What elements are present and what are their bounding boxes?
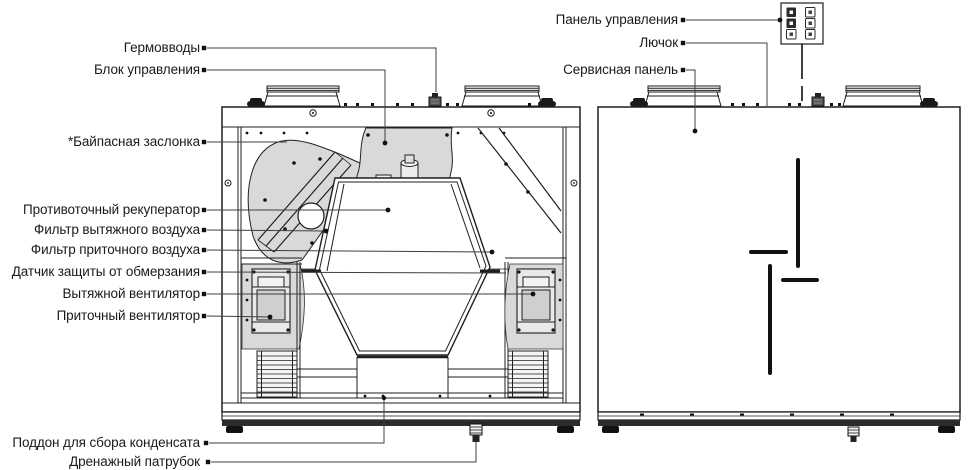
drain-pipe-drawing [469,423,483,442]
label-drain-pipe: Дренажный патрубок [69,454,200,469]
leader-lines [206,19,779,463]
cable-gland-drawing [428,93,442,107]
recuperator-hexagon [241,177,563,398]
right-unit-drain-fitting [847,426,860,442]
condensate-tray-drawing [222,392,580,404]
panel-latch-marks [749,158,819,375]
label-exhaust-fan: Вытяжной вентилятор [62,286,200,301]
panel-rivet-dots [245,131,506,135]
label-hatch: Лючок [639,35,678,50]
right-unit-base [597,411,961,433]
right-unit-front [597,85,961,442]
label-supply-air-filter: Фильтр приточного воздуха [30,242,200,257]
label-cable-glands: Гермовводы [123,40,200,55]
exhaust-fan-drawing [504,257,566,398]
leader-target-dots [267,17,783,401]
label-service-panel: Сервисная панель [563,62,678,77]
label-counterflow-recuperator: Противоточный рекуператор [22,202,200,217]
label-condensate-tray: Поддон для сбора конденсата [12,435,200,450]
service-panel-face [597,106,961,413]
supply-channel-drawing [477,127,562,234]
supply-fan-drawing [241,257,305,398]
label-control-panel: Панель управления [555,12,678,27]
left-unit-roof-caps [247,98,556,107]
label-exhaust-air-filter: Фильтр вытяжного воздуха [34,222,200,237]
control-panel-buttons [786,7,816,40]
left-unit-base [221,411,581,433]
right-unit-duct-collars [644,85,924,107]
left-unit-duct-collars [263,85,543,107]
leader-label-dots [201,17,686,465]
control-panel-drawing [780,2,824,101]
left-unit-cutaway [221,85,581,442]
right-unit-cable-gland [811,93,825,107]
label-supply-fan: Приточный вентилятор [56,308,201,323]
label-control-unit: Блок управления [93,62,200,77]
left-unit-roof-ticks [344,103,531,106]
right-unit-roof-caps [630,98,938,107]
label-frost-protection-sensor: Датчик защиты от обмерзания [11,264,200,279]
label-bypass-damper: *Байпасная заслонка [67,134,200,149]
right-unit-roof-ticks [731,103,841,106]
